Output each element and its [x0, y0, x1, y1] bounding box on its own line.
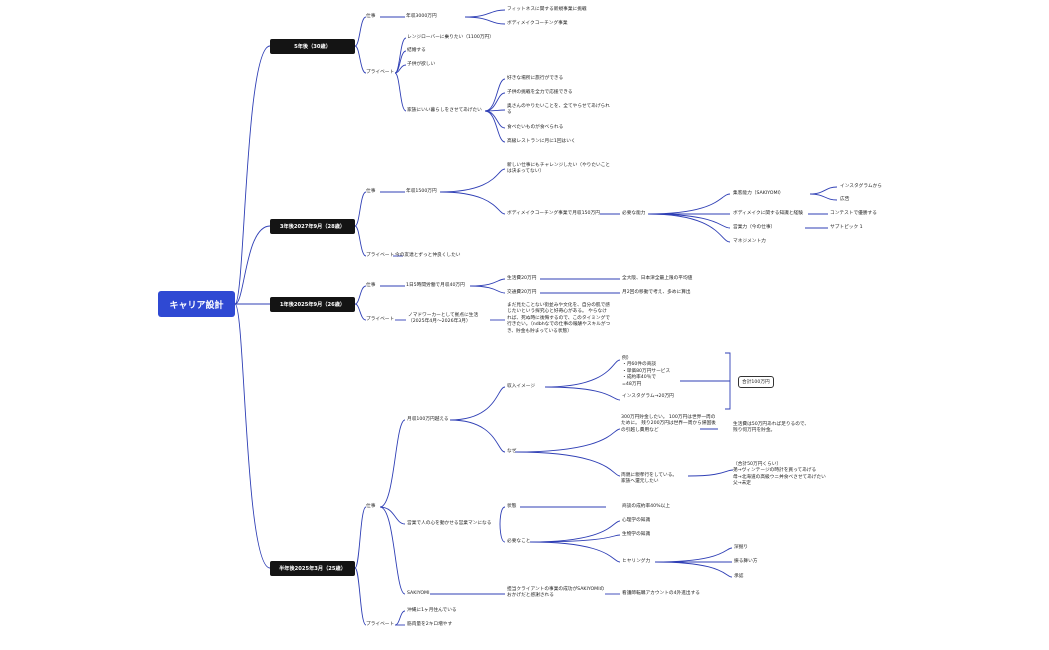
h-hear-item[interactable]: 振る舞い方	[734, 559, 758, 564]
y3-private-item[interactable]: 今の友達とずっと仲良くしたい	[395, 253, 461, 258]
h-why[interactable]: なぜ	[507, 449, 517, 454]
h-need-item[interactable]: 生物学の知識	[622, 532, 651, 537]
y5-private-item[interactable]: 子供が欲しい	[407, 62, 436, 67]
header-5-years[interactable]: 5年後（30歳）	[270, 39, 355, 54]
y5-family-item[interactable]: 高級レストランに月に1回はいく	[507, 139, 576, 144]
h-sakiyomi-goal[interactable]: 看護師転職アカウントの4外進出する	[622, 591, 700, 596]
y5-income-item[interactable]: ボディメイクコーチング事業	[507, 21, 568, 26]
h-work[interactable]: 仕事	[366, 504, 376, 509]
y1-income[interactable]: 1日5時間労働で月収40万円	[406, 283, 465, 288]
h-need-item[interactable]: ヒヤリング力	[622, 559, 651, 564]
y1-nomad-note[interactable]: まだ見たことない街並みや文化を、自分の肌で感じたいという探究心と好奇心がある。 …	[507, 303, 611, 334]
h-goal[interactable]: 月収100万円越える	[407, 417, 449, 422]
h-image-detail[interactable]: 例） ・月60件の商談 ・単価80万円サービス ・成約率40％で =48万円 イ…	[622, 356, 674, 400]
y5-family-item[interactable]: 食べたいものが食べられる	[507, 125, 564, 130]
y5-income-item[interactable]: フィットネスに関する新規事業に挑戦	[507, 7, 587, 12]
y5-private-item[interactable]: 結婚する	[407, 48, 426, 53]
y3-skill[interactable]: ボディメイクに関する知識と経験	[733, 211, 803, 216]
y3-contest[interactable]: コンテストで優勝する	[830, 211, 877, 216]
y3-income[interactable]: 年収1500万円	[406, 189, 437, 194]
y3-needed[interactable]: 必要な能力	[622, 211, 646, 216]
h-sakiyomi-note[interactable]: 担当クライアントの事業の成功がSAKIYOMIのおかげだと感謝される	[507, 587, 605, 599]
h-private-item[interactable]: 沖縄に1ヶ月住んでいる	[407, 608, 457, 613]
h-hear-item[interactable]: 深掘り	[734, 545, 749, 550]
h-state-note[interactable]: 商談の成約率40%以上	[622, 504, 670, 509]
h-sakiyomi[interactable]: SAKIYOMI	[407, 591, 430, 596]
h-why-b-note[interactable]: （合計50万円くらい） 弟→ヴィンテージの時計を買ってあげる 母→北海道の高級ウ…	[733, 462, 826, 487]
h-hear-item[interactable]: 承認	[734, 574, 744, 579]
y5-family-item[interactable]: 子供の挑戦を全力で応援できる	[507, 90, 573, 95]
y5-private-item[interactable]: レンジローバーに乗りたい（1100万円）	[407, 35, 494, 40]
y1-work[interactable]: 仕事	[366, 283, 376, 288]
h-private-item[interactable]: 筋肉量を2キロ増やす	[407, 622, 453, 627]
h-private[interactable]: プライベート	[366, 622, 395, 627]
h-why-a-note[interactable]: 生活費は50万円あれば足りるので、 残り何万円を貯金。	[733, 422, 810, 434]
y3-skill[interactable]: 営業力（今の仕事）	[733, 225, 776, 230]
y3-skill[interactable]: マネジメント力	[733, 239, 766, 244]
y1-cost[interactable]: 生活費20万円	[507, 276, 537, 281]
y3-private[interactable]: プライベート	[366, 253, 395, 258]
y3-work[interactable]: 仕事	[366, 189, 376, 194]
y3-subtopic[interactable]: サブトピック 1	[830, 225, 863, 230]
y5-income[interactable]: 年収3000万円	[406, 14, 437, 19]
h-why-b[interactable]: 両親に親孝行をしている。 家族へ還元したい	[621, 473, 678, 485]
y5-work[interactable]: 仕事	[366, 14, 376, 19]
y5-family-item[interactable]: 奥さんのやりたいことを、全てやらせてあげられる	[507, 104, 610, 116]
y5-private[interactable]: プライベート	[366, 70, 395, 75]
y1-cost-note[interactable]: 月2回の移動で考え、多めに算出	[622, 290, 691, 295]
y3-income-item[interactable]: 新しい仕事にもチャレンジしたい（やりたいことは決まってない）	[507, 163, 611, 175]
h-need[interactable]: 必要なこと	[507, 539, 531, 544]
y1-cost[interactable]: 交通費20万円	[507, 290, 537, 295]
y1-nomad[interactable]: ノマドワーカーとして拠点に生活 （2025年4月〜2026年3月）	[408, 313, 479, 325]
root-node[interactable]: キャリア設計	[158, 291, 235, 317]
h-sales[interactable]: 営業で人の心を動かせる営業マンになる	[407, 521, 492, 526]
h-total-box[interactable]: 合計100万円	[738, 376, 774, 388]
h-why-a[interactable]: 300万円貯金したい。 100万円は世界一周のために。 残り200万円は世界一周…	[621, 415, 716, 433]
h-need-item[interactable]: 心理学の知識	[622, 518, 651, 523]
header-half-year[interactable]: 半年後2025年3月（25歳）	[270, 561, 355, 576]
y1-cost-note[interactable]: 全大阪、日本津全最上限の平均値	[622, 276, 693, 281]
header-1-year[interactable]: 1年後2025年9月（26歳）	[270, 297, 355, 312]
y3-skill[interactable]: 集客能力（SAKIYOMI）	[733, 191, 784, 196]
y3-income-item[interactable]: ボディメイクコーチング事業で月収150万円	[507, 211, 600, 216]
h-image[interactable]: 収入イメージ	[507, 384, 536, 389]
y5-private-item[interactable]: 家族にいい暮らしをさせてあげたい	[407, 108, 482, 113]
header-3-years[interactable]: 3年後2027年9月（28歳）	[270, 219, 355, 234]
h-state[interactable]: 状態	[507, 504, 517, 509]
y1-private[interactable]: プライベート	[366, 317, 395, 322]
y3-sns[interactable]: 広告	[840, 197, 850, 202]
y3-sns[interactable]: インスタグラムから	[840, 184, 882, 189]
y5-family-item[interactable]: 好きな場所に旅行ができる	[507, 76, 564, 81]
